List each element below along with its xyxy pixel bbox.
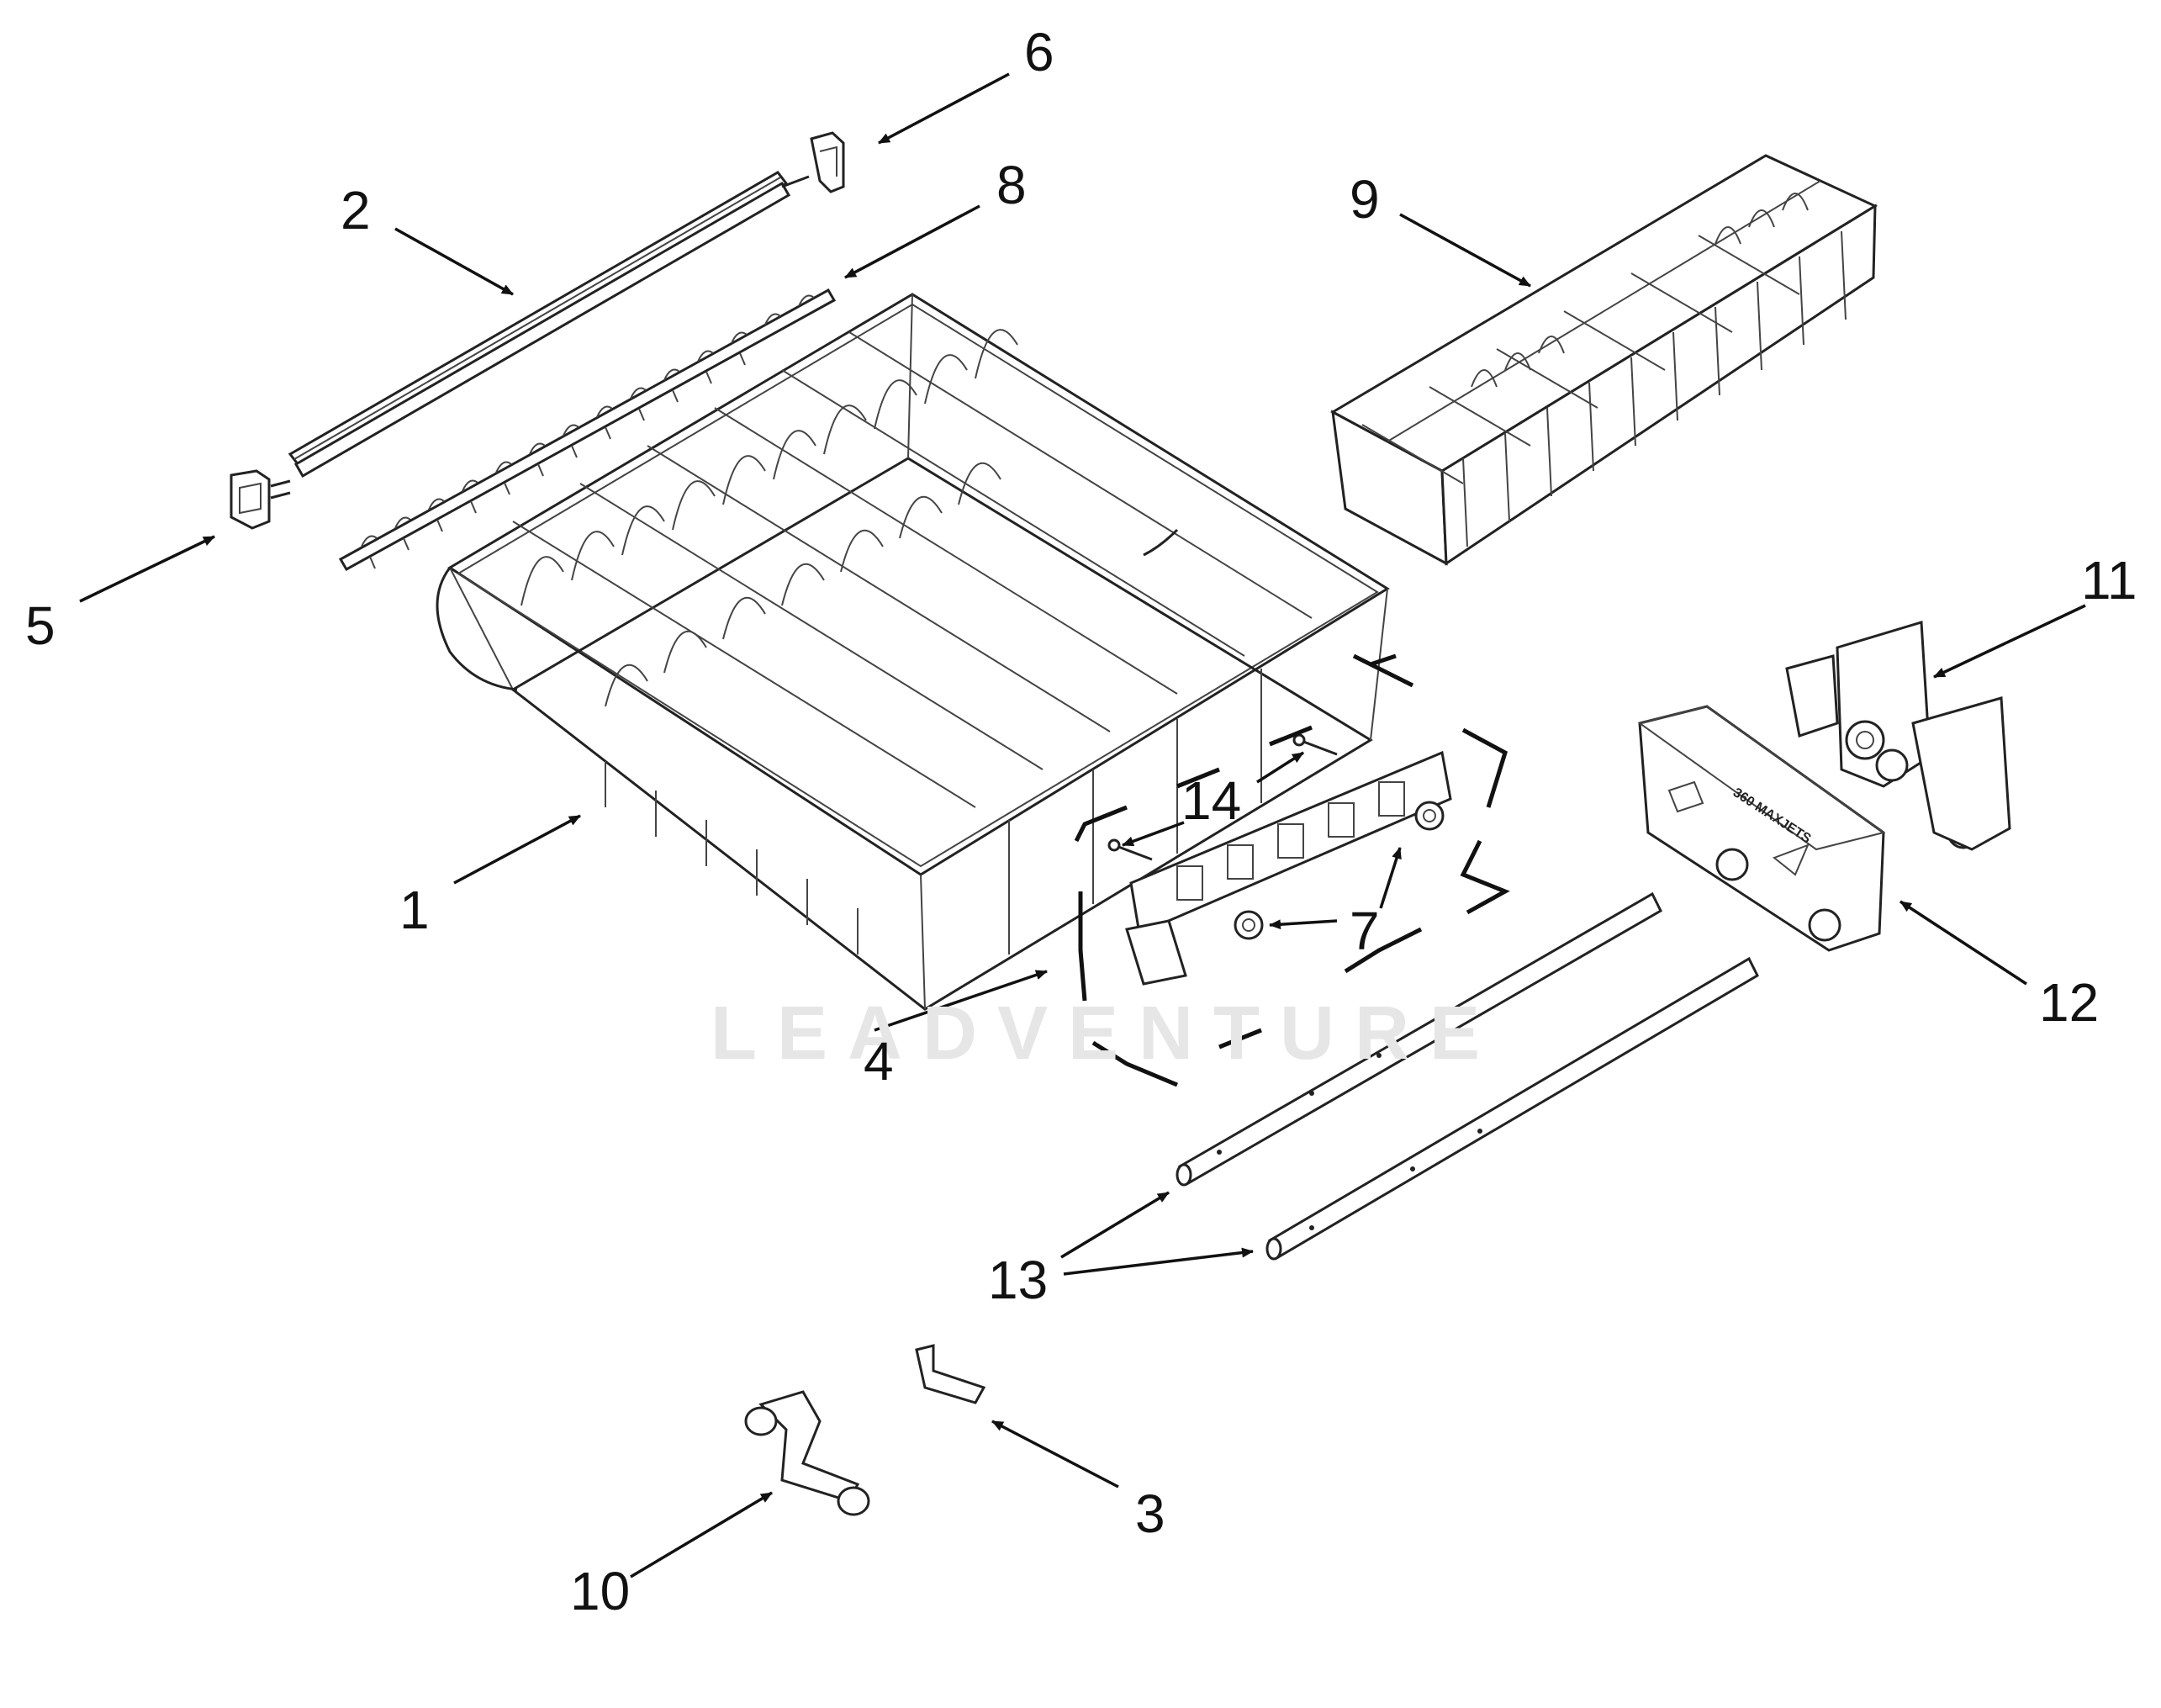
spray-tubes-part[interactable] — [1176, 891, 1759, 1261]
rail-end-cap-part[interactable] — [230, 469, 291, 530]
arrow-3 — [991, 1420, 1119, 1489]
arrow-9 — [1399, 213, 1531, 288]
callout-label-13: 13 — [988, 1250, 1049, 1310]
tine-row-part[interactable] — [338, 288, 837, 572]
callout-label-11: 11 — [2081, 550, 2137, 611]
callout-label-10: 10 — [570, 1561, 631, 1621]
arrow-5 — [79, 535, 215, 603]
callout-label-6: 6 — [1024, 22, 1054, 82]
arrow-4 — [874, 970, 1048, 1032]
arrow-13a — [1060, 1191, 1170, 1259]
rack-slide-rail-part[interactable] — [288, 171, 791, 479]
screws-part[interactable] — [1107, 733, 1338, 861]
upper-rack-part[interactable] — [436, 293, 1390, 1011]
wheel-assembly-part[interactable] — [744, 1390, 870, 1516]
callout-label-4: 4 — [864, 1031, 894, 1092]
arrow-7a — [1269, 919, 1338, 930]
callout-label-12: 12 — [2039, 972, 2100, 1033]
third-level-rack-part[interactable] — [1329, 154, 1878, 566]
callout-label-2: 2 — [341, 180, 371, 241]
rail-stop-part[interactable] — [781, 131, 845, 193]
arrow-12 — [1899, 900, 2027, 986]
callout-label-3: 3 — [1135, 1483, 1165, 1544]
arrow-10 — [630, 1491, 773, 1578]
watermark: LEADVENTURE — [711, 991, 1501, 1076]
rack-adjuster-assembly-part[interactable] — [1125, 750, 1452, 986]
callout-label-5: 5 — [25, 595, 55, 656]
clip-part[interactable] — [915, 1344, 986, 1404]
arrow-1 — [453, 814, 581, 885]
gear-mechanism-part[interactable] — [1785, 621, 2011, 851]
arrow-13b — [1063, 1247, 1254, 1276]
assembly-bracket — [1074, 653, 1510, 1087]
manifold-cover-part[interactable] — [1637, 705, 1886, 952]
arrow-8 — [844, 204, 980, 279]
arrow-6 — [878, 72, 1010, 145]
callout-label-8: 8 — [996, 155, 1027, 215]
callout-label-9: 9 — [1350, 169, 1380, 230]
leader-arrows — [79, 72, 2086, 1578]
callout-label-1: 1 — [399, 880, 430, 940]
arrow-2 — [394, 227, 514, 296]
arrow-11 — [1933, 604, 2086, 679]
callout-label-14: 14 — [1181, 770, 1242, 831]
arrow-14a — [1122, 821, 1185, 847]
arrow-14b — [1256, 751, 1304, 784]
callout-label-7: 7 — [1350, 901, 1380, 961]
arrow-7b — [1379, 847, 1402, 909]
